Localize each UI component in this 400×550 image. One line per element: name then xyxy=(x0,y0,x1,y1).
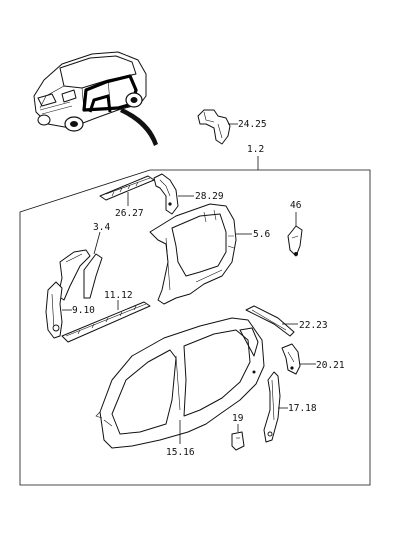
label-9-10: 9.10 xyxy=(72,305,95,316)
part-15-16-outer-side-panel xyxy=(95,317,265,449)
label-5-6: 5.6 xyxy=(253,229,270,240)
part-17-18-rear-pillar xyxy=(263,371,288,443)
part-3-4-pillar-reinforcement xyxy=(57,231,103,301)
part-28-29-upper-bracket xyxy=(153,173,194,215)
label-20-21: 20.21 xyxy=(316,360,345,371)
label-22-23: 22.23 xyxy=(299,320,328,331)
label-15-16: 15.16 xyxy=(166,447,195,458)
label-1-2: 1.2 xyxy=(247,144,264,155)
label-19: 19 xyxy=(232,413,244,424)
part-5-6-inner-panel xyxy=(149,203,252,305)
label-26-27: 26.27 xyxy=(115,208,144,219)
part-20-21-bracket xyxy=(281,343,316,375)
part-24-25-bracket xyxy=(197,109,238,145)
label-17-18: 17.18 xyxy=(288,403,317,414)
part-19-clip xyxy=(231,424,245,451)
label-46: 46 xyxy=(290,200,302,211)
label-11-12: 11.12 xyxy=(104,290,133,301)
part-46-bracket xyxy=(287,212,303,257)
label-28-29: 28.29 xyxy=(195,191,224,202)
assembly-frame xyxy=(19,156,371,486)
part-11-12-sill xyxy=(61,300,151,343)
part-26-27-roof-rail xyxy=(99,175,155,206)
car-overview-illustration xyxy=(33,51,158,146)
label-3-4: 3.4 xyxy=(93,222,110,233)
part-22-23-rear-rail xyxy=(245,305,298,337)
part-9-10-front-pillar xyxy=(45,281,72,339)
label-24-25: 24.25 xyxy=(238,119,267,130)
